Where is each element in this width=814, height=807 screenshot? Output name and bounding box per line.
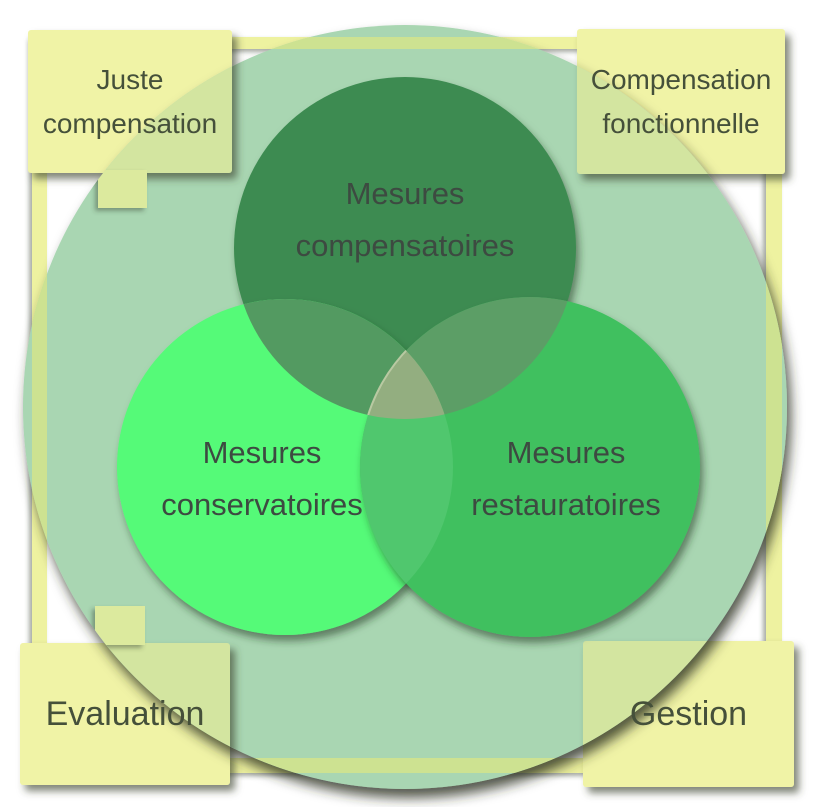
overlap-top-left xyxy=(234,299,453,419)
connector-tab-top-left xyxy=(98,170,147,208)
overlap-top-left-region xyxy=(234,299,453,419)
overlap-top-right xyxy=(360,297,576,419)
overlap-top-right-region xyxy=(360,297,576,419)
connector-tab-bottom-left xyxy=(95,606,145,645)
